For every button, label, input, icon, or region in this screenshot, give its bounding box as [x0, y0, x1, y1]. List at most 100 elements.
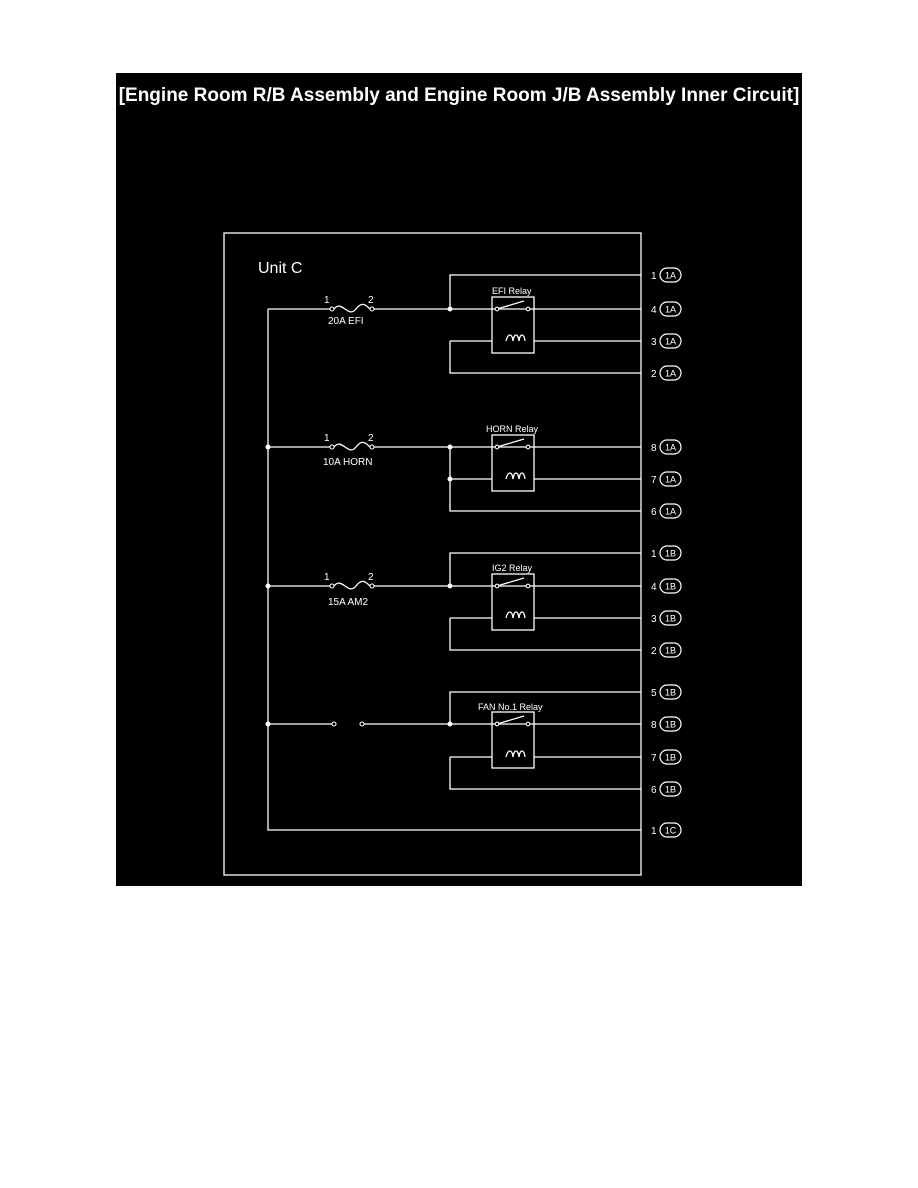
- connector-badge: [659, 716, 682, 732]
- terminal-pin-label: 4: [651, 305, 657, 316]
- connector-label: 1A: [665, 271, 676, 281]
- terminal-3-1A: 3 1A: [651, 333, 682, 349]
- horn-relay-coil: [505, 472, 526, 480]
- connector-label: 1B: [665, 582, 676, 592]
- connector-badge: [659, 610, 682, 626]
- efi-relay-label: EFI Relay: [492, 286, 532, 296]
- connector-badge: [659, 749, 682, 765]
- ig2-relay-contact-pin-a: [494, 583, 500, 589]
- connector-label: 1A: [665, 507, 676, 517]
- connector-label: 1A: [665, 443, 676, 453]
- terminal-4-1B: 4 1B: [651, 578, 682, 594]
- connector-label: 1B: [665, 688, 676, 698]
- ig2-fuse-terminal-1: [329, 583, 335, 589]
- terminal-2-1B: 2 1B: [651, 642, 682, 658]
- junction-dot: [447, 306, 453, 312]
- horn-relay-label: HORN Relay: [486, 424, 539, 434]
- terminal-pin-label: 5: [651, 688, 657, 699]
- junction-dot: [447, 721, 453, 727]
- connector-badge: [659, 365, 682, 381]
- terminal-1-1C: 1 1C: [651, 822, 682, 838]
- fan-relay-contact-pin-b: [525, 721, 531, 727]
- connector-badge: [659, 684, 682, 700]
- horn-wire: [374, 446, 641, 512]
- horn-fuse-symbol: [333, 441, 371, 451]
- ig2-fuse-terminal-2: [369, 583, 375, 589]
- connector-label: 1A: [665, 337, 676, 347]
- fan-relay-label: FAN No.1 Relay: [478, 702, 543, 712]
- connector-label: 1A: [665, 305, 676, 315]
- connector-label: 1B: [665, 720, 676, 730]
- ig2-relay-contact: [496, 577, 525, 587]
- terminal-7-1A: 7 1A: [651, 471, 682, 487]
- connector-badge: [659, 781, 682, 797]
- efi-fuse-label: 20A EFI: [328, 316, 364, 327]
- unit-enclosure: [223, 232, 642, 876]
- horn-fuse-terminal-1: [329, 444, 335, 450]
- efi-fuse-terminal-2: [369, 306, 375, 312]
- horn-relay-contact: [496, 438, 525, 448]
- connector-badge: [659, 578, 682, 594]
- ig2-fuse-pin-left: 1: [324, 572, 330, 583]
- main-bus-wire: [267, 309, 641, 831]
- fan-break-terminal-2: [359, 721, 365, 727]
- horn-relay-contact-pin-b: [525, 444, 531, 450]
- connector-badge: [659, 822, 682, 838]
- connector-label: 1B: [665, 646, 676, 656]
- terminal-pin-label: 3: [651, 337, 657, 348]
- terminal-1-1B: 1 1B: [651, 545, 682, 561]
- connector-label: 1A: [665, 475, 676, 485]
- terminal-pin-label: 1: [651, 271, 657, 282]
- horn-relay-box: [491, 434, 535, 492]
- terminal-pin-label: 6: [651, 785, 657, 796]
- ig2-relay-contact-pin-b: [525, 583, 531, 589]
- ig2-relay-label: IG2 Relay: [492, 563, 533, 573]
- junction-dot: [447, 444, 453, 450]
- efi-relay-coil: [505, 334, 526, 342]
- fan-relay-contact: [496, 715, 525, 725]
- connector-label: 1C: [665, 826, 677, 836]
- efi-fuse-pin-right: 2: [368, 295, 374, 306]
- connector-badge: [659, 267, 682, 283]
- fan-relay-contact-pin-a: [494, 721, 500, 727]
- horn-fuse-terminal-2: [369, 444, 375, 450]
- horn-relay-contact-pin-a: [494, 444, 500, 450]
- terminal-pin-label: 3: [651, 614, 657, 625]
- fan-break-terminal-1: [331, 721, 337, 727]
- terminal-pin-label: 7: [651, 753, 657, 764]
- connector-badge: [659, 642, 682, 658]
- terminal-3-1B: 3 1B: [651, 610, 682, 626]
- connector-badge: [659, 503, 682, 519]
- efi-relay-contact-pin-b: [525, 306, 531, 312]
- horn-fuse-pin-right: 2: [368, 433, 374, 444]
- ig2-wire: [374, 552, 641, 651]
- connector-badge: [659, 301, 682, 317]
- terminal-pin-label: 8: [651, 443, 657, 454]
- efi-relay-contact-pin-a: [494, 306, 500, 312]
- junction-dot: [265, 583, 271, 589]
- terminal-8-1A: 8 1A: [651, 439, 682, 455]
- terminal-pin-label: 4: [651, 582, 657, 593]
- terminal-5-1B: 5 1B: [651, 684, 682, 700]
- connector-label: 1B: [665, 549, 676, 559]
- connector-badge: [659, 545, 682, 561]
- circuit-diagram: Unit C 1 2 20A EFI 1 2 10A HORN 1 2 15A …: [223, 232, 682, 876]
- ig2-fuse-symbol: [333, 580, 371, 590]
- connector-badge: [659, 333, 682, 349]
- junction-dot: [447, 583, 453, 589]
- terminal-pin-label: 1: [651, 826, 657, 837]
- ig2-relay-coil: [505, 611, 526, 619]
- horn-fuse-label: 10A HORN: [323, 457, 372, 468]
- efi-fuse-symbol: [333, 303, 371, 313]
- horn-fuse-pin-left: 1: [324, 433, 330, 444]
- efi-fuse-terminal-1: [329, 306, 335, 312]
- fan-wire: [362, 691, 641, 790]
- connector-label: 1B: [665, 614, 676, 624]
- terminal-pin-label: 7: [651, 475, 657, 486]
- terminal-pin-label: 1: [651, 549, 657, 560]
- terminal-pin-label: 2: [651, 646, 657, 657]
